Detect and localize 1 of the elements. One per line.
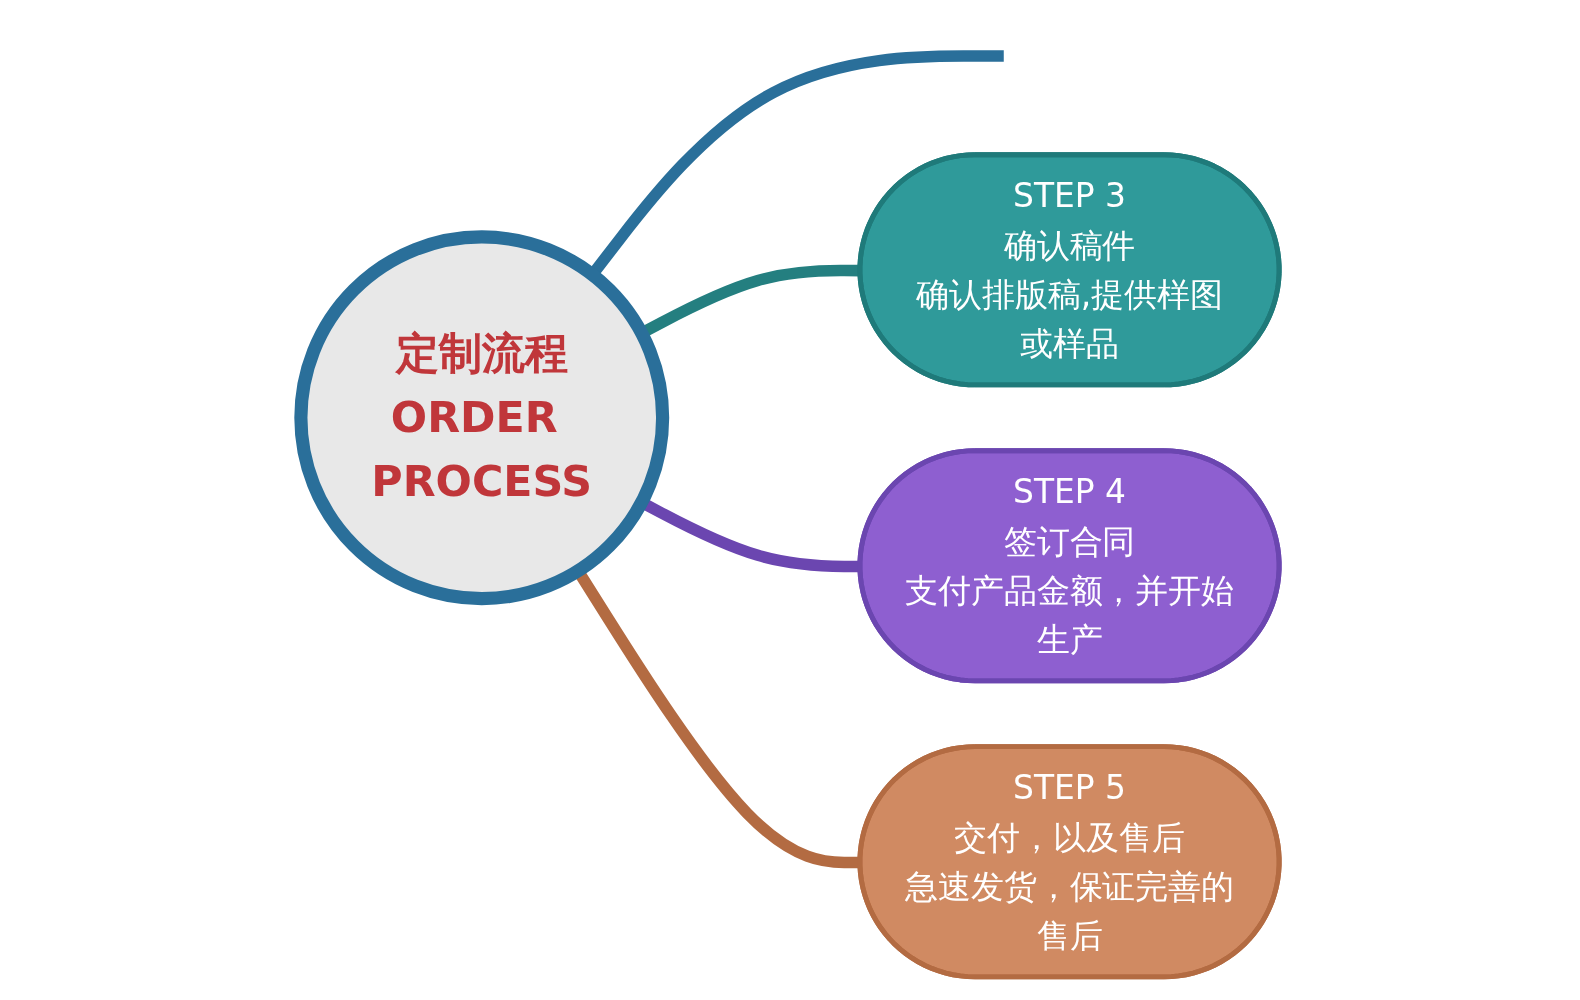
- node-circle: 定制流程 ORDER PROCESS: [294, 230, 670, 606]
